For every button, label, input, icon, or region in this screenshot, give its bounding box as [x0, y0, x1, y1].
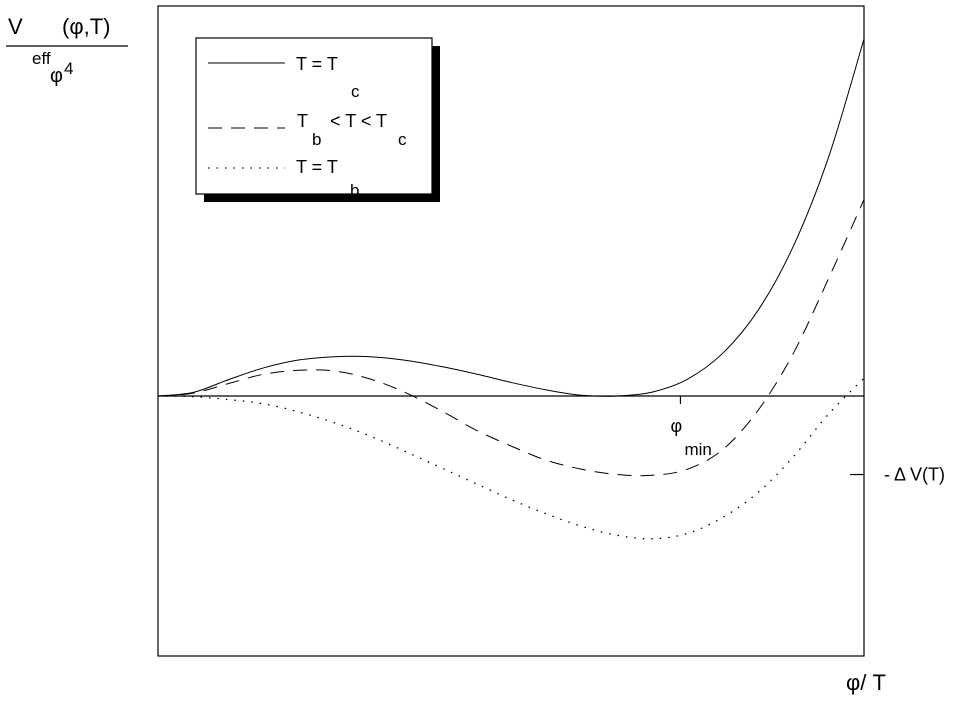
legend-entry-dashed-sub-b: b	[312, 130, 321, 149]
legend-box	[195, 37, 433, 195]
legend-entry-solid: T = T	[296, 54, 338, 74]
ylabel-denominator: φ	[50, 65, 63, 87]
series-group	[157, 38, 865, 540]
ylabel-args: (φ,T)	[62, 14, 110, 39]
xlabel: φ/ T	[846, 670, 886, 695]
plot-frame	[157, 5, 865, 657]
phi-min-subscript: min	[684, 440, 711, 459]
legend-entry-dashed-t: T	[297, 111, 308, 131]
delta-v-label: - Δ V(T)	[884, 465, 945, 485]
legend-entry-solid-sub: c	[351, 82, 360, 101]
legend-entry-dotted: T = T	[296, 157, 338, 177]
legend: T = T c T b < T < T c T = T b	[195, 37, 440, 202]
series-line-dotted	[157, 377, 865, 540]
ylabel-denominator-power: 4	[64, 59, 73, 78]
phi-min-symbol: φ	[670, 416, 682, 436]
ylabel-subscript: eff	[32, 49, 51, 68]
legend-entry-dashed-sub-c: c	[398, 130, 407, 149]
series-line-solid	[157, 38, 865, 397]
legend-entry-dashed-mid: < T < T	[330, 111, 387, 131]
legend-entry-dotted-sub: b	[350, 181, 359, 200]
series-line-dashed	[157, 199, 865, 477]
ylabel-main: V	[8, 14, 23, 39]
